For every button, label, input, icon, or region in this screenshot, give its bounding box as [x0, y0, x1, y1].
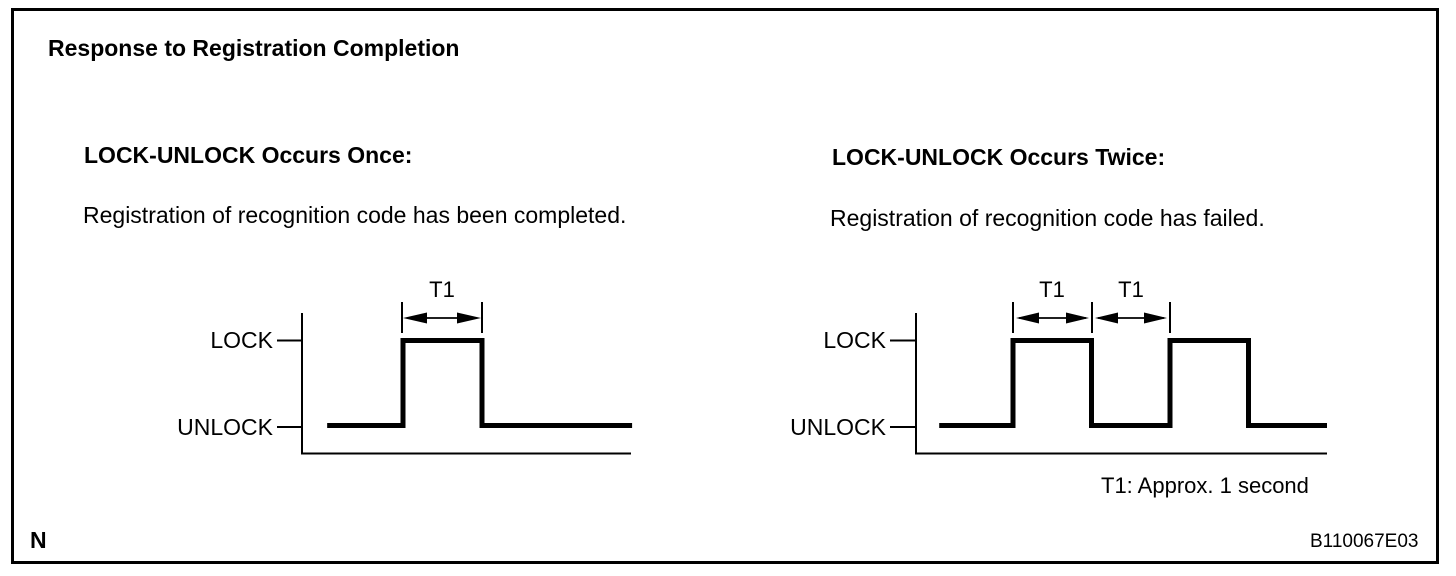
lock-level-label: LOCK [210, 327, 273, 353]
timing-diagram-twice: LOCK UNLOCK T1 T1 [790, 277, 1327, 455]
arrowhead-left-icon [1016, 312, 1039, 324]
arrowhead-right-icon [1066, 312, 1089, 324]
t1-interval-label: T1 [429, 277, 455, 302]
figure-code: B110067E03 [1310, 531, 1419, 552]
t1-definition-note: T1: Approx. 1 second [1101, 473, 1309, 498]
lock-unlock-waveform [327, 338, 633, 428]
arrowhead-right-icon [457, 312, 481, 324]
footer-mark: N [30, 527, 47, 553]
t1-interval-label: T1 [1039, 277, 1065, 302]
figure-title: Response to Registration Completion [48, 35, 460, 61]
panel-once-heading: LOCK-UNLOCK Occurs Once: [84, 142, 413, 168]
panel-twice-heading: LOCK-UNLOCK Occurs Twice: [832, 144, 1166, 170]
figure-border [11, 8, 1439, 564]
panel-twice-description: Registration of recognition code has fai… [830, 205, 1265, 231]
t1-interval-label: T1 [1118, 277, 1144, 302]
unlock-level-label: UNLOCK [177, 414, 274, 440]
lock-level-label: LOCK [823, 327, 886, 353]
lock-unlock-waveform [939, 338, 1327, 428]
arrowhead-right-icon [1144, 312, 1167, 324]
arrowhead-left-icon [1095, 312, 1118, 324]
arrowhead-left-icon [403, 312, 427, 324]
unlock-level-label: UNLOCK [790, 414, 887, 440]
timing-diagram-once: LOCK UNLOCK T1 [177, 277, 633, 455]
panel-once-description: Registration of recognition code has bee… [83, 202, 627, 228]
